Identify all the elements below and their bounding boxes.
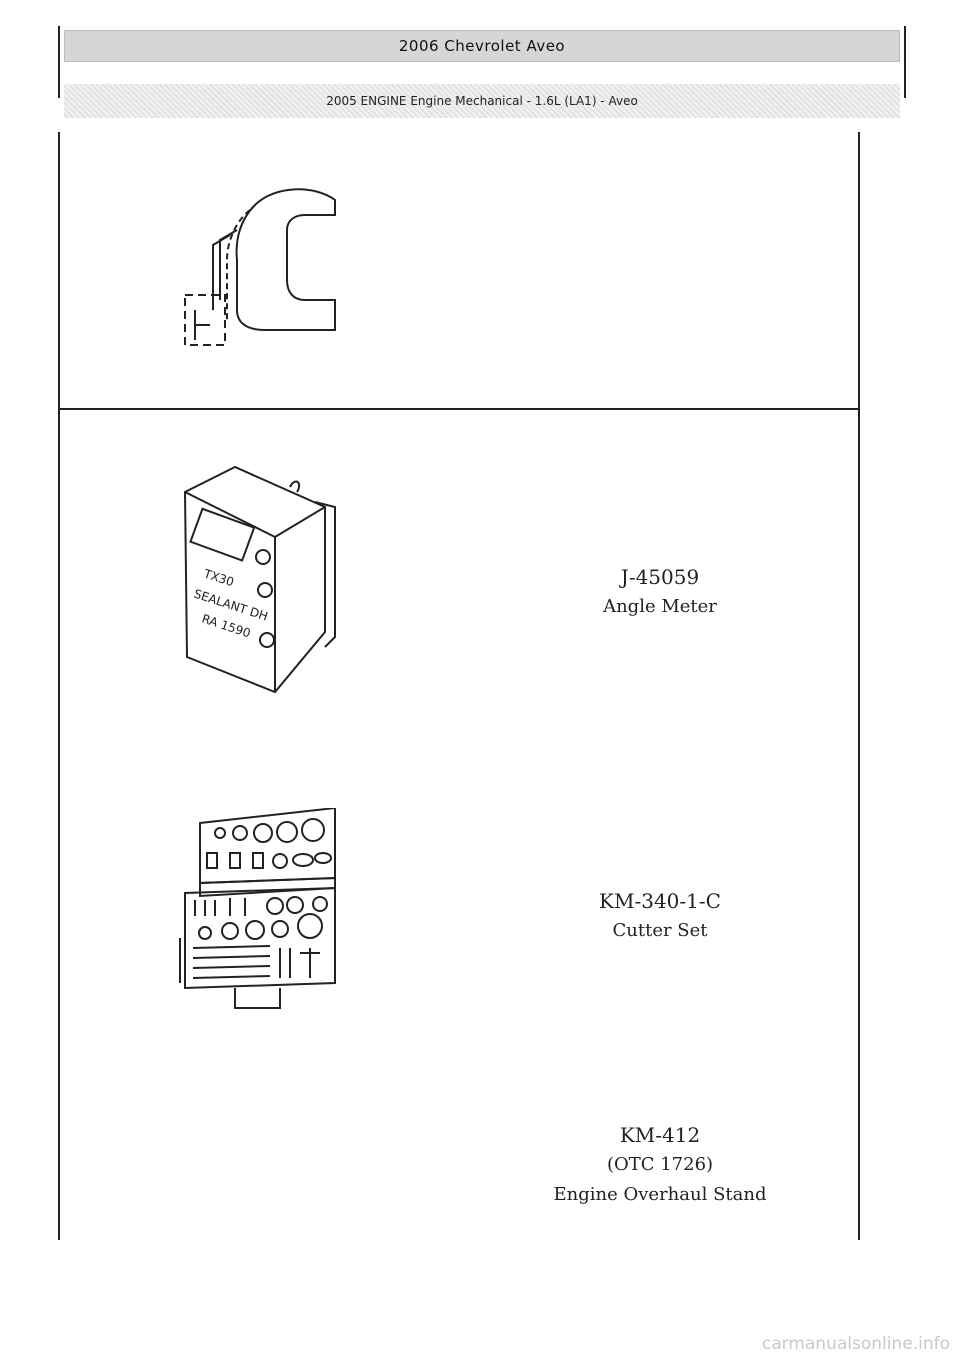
header-subtitle-row: 2005 ENGINE Engine Mechanical - 1.6L (LA… [64, 84, 900, 118]
table-row-divider [58, 408, 860, 410]
angle-meter-icon: TX30 SEALANT DH RA 1590 [183, 465, 336, 694]
svg-text:TX30: TX30 [201, 566, 236, 589]
header-border-right [904, 26, 906, 98]
tool-code: KM-412 [619, 1123, 701, 1147]
page-header: 2006 Chevrolet Aveo 2005 ENGINE Engine M… [58, 26, 906, 118]
tool-caption-angle-meter: J-45059 Angle Meter [560, 562, 760, 622]
tool-code: KM-340-1-C [599, 889, 721, 913]
tool-code: J-45059 [620, 565, 700, 589]
table-border-right [858, 132, 860, 1240]
document-title: 2006 Chevrolet Aveo [398, 37, 566, 55]
tools-table [58, 132, 860, 1240]
tool-reference: (OTC 1726) [606, 1154, 714, 1175]
wrench-tool-icon [184, 188, 336, 346]
document-subtitle: 2005 ENGINE Engine Mechanical - 1.6L (LA… [326, 94, 638, 108]
tool-caption-cutter-set: KM-340-1-C Cutter Set [560, 886, 760, 946]
tool-name: Engine Overhaul Stand [553, 1184, 767, 1205]
tool-caption-overhaul-stand: KM-412 (OTC 1726) Engine Overhaul Stand [510, 1120, 810, 1210]
header-title-row: 2006 Chevrolet Aveo [64, 30, 900, 62]
header-border-left [58, 26, 60, 98]
tool-name: Angle Meter [603, 596, 717, 617]
tool-name: Cutter Set [612, 920, 708, 941]
table-border-left [58, 132, 60, 1240]
cutter-set-icon [179, 808, 336, 1009]
watermark: carmanualsonline.info [761, 1334, 950, 1354]
